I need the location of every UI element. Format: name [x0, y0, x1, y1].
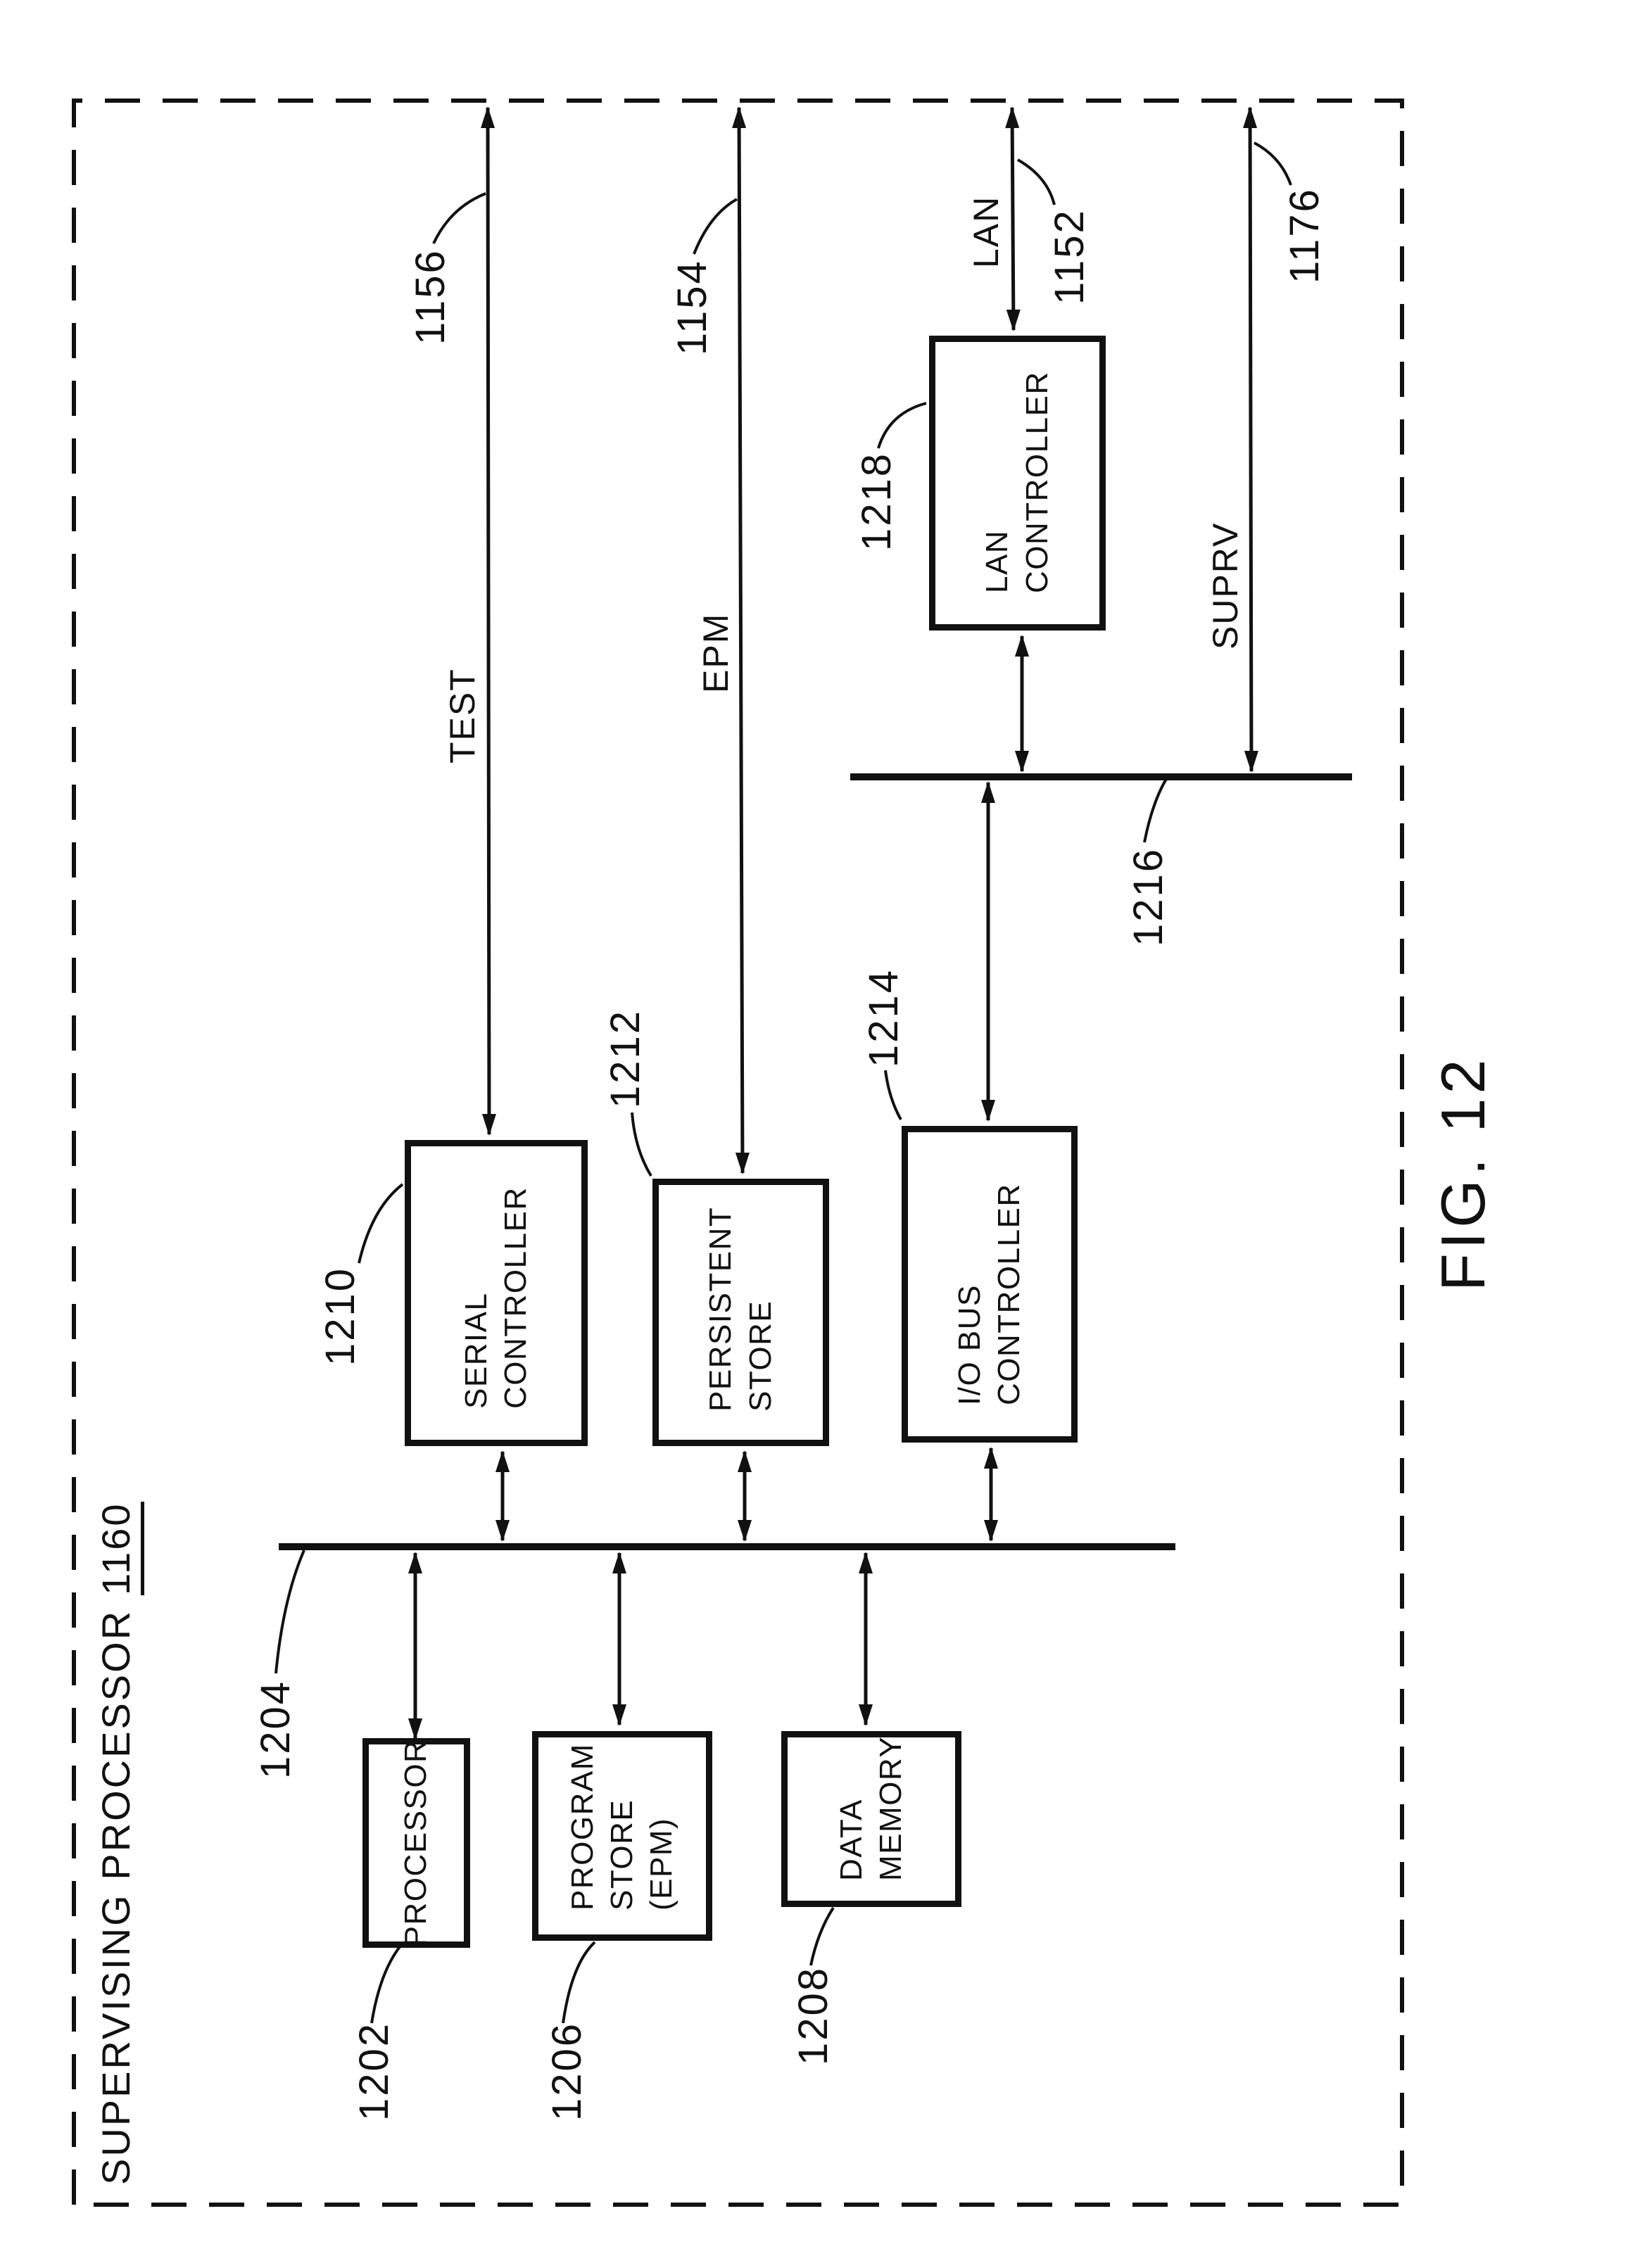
- diagram-title-text: SUPERVISING PROCESSOR: [94, 1609, 138, 2185]
- ref-1202: 1202: [351, 2021, 397, 2121]
- lan-signal-line: [1005, 106, 1021, 331]
- leader-1204: [274, 1550, 305, 1674]
- ref-1214: 1214: [861, 968, 907, 1068]
- ref-1204: 1204: [253, 1679, 298, 1779]
- supervising-processor-dashed-border: [72, 99, 1404, 2207]
- lan-controller-box: LAN CONTROLLER: [929, 336, 1106, 631]
- data-memory-label-line1: DATA: [833, 1799, 869, 1881]
- program-store-label-line2: STORE: [604, 1799, 639, 1911]
- persistent-store-label-line2: STORE: [743, 1300, 778, 1412]
- epm-signal-line: [732, 106, 750, 1174]
- leader-1176: [1254, 141, 1292, 186]
- serial-controller-box: SERIAL CONTROLLER: [405, 1140, 588, 1446]
- leader-1216: [1143, 778, 1168, 843]
- ref-1218: 1218: [854, 451, 899, 551]
- processor-box: PROCESSOR: [362, 1738, 470, 1948]
- figure-label: FIG. 12: [1428, 1055, 1498, 1291]
- lan-signal-label: LAN: [966, 195, 1006, 268]
- program-store-box: PROGRAM STORE (EPM): [532, 1731, 712, 1941]
- ref-1210: 1210: [317, 1266, 363, 1366]
- diagram-title-number: 1160: [94, 1502, 144, 1595]
- serial-controller-label-line1: SERIAL: [458, 1292, 493, 1409]
- lan-controller-label-line2: CONTROLLER: [1019, 371, 1054, 593]
- epm-signal-label: EPM: [696, 612, 736, 693]
- ref-1152: 1152: [1047, 208, 1092, 305]
- lan-controller-label-line1: LAN: [980, 529, 1015, 593]
- test-signal-label: TEST: [443, 668, 482, 764]
- program-store-label-line1: PROGRAM: [564, 1743, 600, 1911]
- leader-1214: [884, 1070, 902, 1120]
- leader-1212: [631, 1112, 652, 1177]
- ref-1154: 1154: [669, 259, 715, 355]
- leader-1208: [809, 1906, 835, 1966]
- ref-1176: 1176: [1282, 187, 1327, 284]
- leader-1202: [370, 1944, 403, 2024]
- ref-1212: 1212: [602, 1008, 648, 1108]
- leader-1156: [432, 192, 486, 244]
- leader-1154: [693, 198, 738, 255]
- persistent-store-box: PERSISTENT STORE: [652, 1179, 829, 1446]
- leader-1152: [1017, 158, 1056, 205]
- test-signal-line: [481, 106, 496, 1136]
- processor-label: PROCESSOR: [398, 1739, 434, 1947]
- persistent-store-label-line1: PERSISTENT: [703, 1206, 738, 1412]
- io-bus-controller-label-line2: CONTROLLER: [992, 1183, 1026, 1405]
- ref-1208: 1208: [790, 1965, 836, 2065]
- diagram-title: SUPERVISING PROCESSOR 1160: [93, 1502, 144, 2185]
- io-bus-controller-label-line1: I/O BUS: [952, 1284, 987, 1405]
- serial-controller-label-line2: CONTROLLER: [498, 1186, 533, 1409]
- data-memory-label-line2: MEMORY: [873, 1735, 908, 1881]
- data-memory-box: DATA MEMORY: [781, 1731, 961, 1907]
- leader-1210: [358, 1183, 404, 1264]
- leader-1206: [562, 1941, 596, 2024]
- ref-1156: 1156: [408, 248, 453, 345]
- ref-1206: 1206: [544, 2021, 590, 2121]
- suprv-signal-line: [1243, 106, 1258, 773]
- io-bus-controller-box: I/O BUS CONTROLLER: [902, 1126, 1078, 1443]
- suprv-signal-label: SUPRV: [1206, 521, 1245, 650]
- ref-1216: 1216: [1125, 847, 1171, 946]
- program-store-label-line3: (EPM): [644, 1817, 679, 1911]
- leader-1218: [877, 402, 927, 449]
